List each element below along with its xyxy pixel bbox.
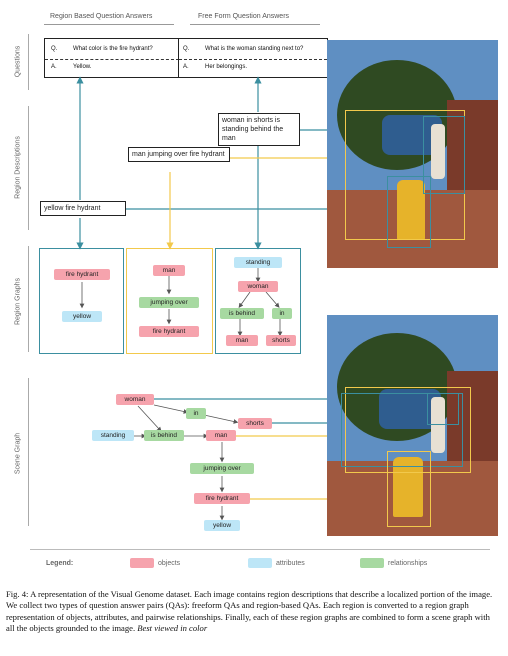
region-qa-box: Q. What color is the fire hydrant? A. Ye… [44, 38, 180, 78]
answer-marker: A. [183, 64, 189, 70]
legend-label-attributes: attributes [276, 560, 305, 567]
legend-rule [30, 549, 490, 550]
question-text: What is the woman standing next to? [205, 46, 304, 52]
region-box-hydrant [387, 451, 431, 527]
scene-node-man: man [206, 430, 236, 441]
photo-man [379, 389, 441, 429]
node-yellow: yellow [62, 311, 102, 322]
description-hydrant: yellow fire hydrant [40, 201, 126, 216]
photo-hydrant [393, 457, 423, 517]
scene-node-woman: woman [116, 394, 154, 405]
photo-hydrant [397, 180, 425, 240]
node-is-behind: is behind [220, 308, 264, 319]
legend-swatch-attributes [248, 558, 272, 568]
scene-node-shorts: shorts [238, 418, 272, 429]
node-fire-hydrant: fire hydrant [54, 269, 110, 280]
scene-node-is-behind: is behind [144, 430, 184, 441]
region-qa-header: Region Based Question Answers [50, 13, 153, 20]
region-box-woman [423, 116, 465, 194]
side-bracket [28, 106, 33, 230]
question-marker: Q. [51, 46, 58, 52]
legend-swatch-relationships [360, 558, 384, 568]
caption-note: Best viewed in color [137, 622, 208, 633]
answer-text: Yellow. [73, 64, 92, 70]
qa-divider [45, 59, 179, 60]
photo-woman [431, 124, 445, 179]
region-box-man [345, 387, 471, 473]
description-woman: woman in shorts is standing behind the m… [218, 113, 300, 146]
description-man: man jumping over fire hydrant [128, 147, 230, 162]
scene-node-in: in [186, 408, 206, 419]
legend-label-objects: objects [158, 560, 181, 567]
side-bracket [28, 34, 33, 90]
node-jumping-over: jumping over [139, 297, 199, 308]
question-text: What color is the fire hydrant? [73, 46, 153, 52]
legend-label-relationships: relationships [388, 560, 428, 567]
region-graph-panel-1: fire hydrant yellow [39, 248, 124, 354]
figure-caption: Fig. 4: A representation of the Visual G… [6, 589, 500, 634]
region-graph-panel-2: man jumping over fire hydrant [126, 248, 213, 354]
answer-text: Her belongings. [205, 64, 248, 70]
question-marker: Q. [183, 46, 190, 52]
scene-node-jumping-over: jumping over [190, 463, 254, 474]
freeform-qa-box: Q. What is the woman standing next to? A… [178, 38, 328, 78]
freeform-qa-header: Free Form Question Answers [198, 13, 290, 20]
qa-divider [179, 59, 327, 60]
header-rule [190, 24, 320, 25]
photo-region-descriptions [327, 40, 498, 268]
scene-node-yellow: yellow [204, 520, 240, 531]
region-box-woman [341, 393, 463, 467]
region-box-hydrant [387, 176, 431, 248]
node-in: in [272, 308, 292, 319]
caption-text: Fig. 4: A representation of the Visual G… [6, 589, 493, 633]
region-graph-panel-3: standing woman is behind in man shorts [215, 248, 301, 354]
scene-node-standing: standing [92, 430, 134, 441]
node-woman: woman [238, 281, 278, 292]
photo-woman [431, 397, 445, 453]
node-man: man [226, 335, 258, 346]
photo-scene-graph [327, 315, 498, 536]
side-bracket [28, 378, 33, 526]
side-bracket [28, 246, 33, 352]
legend-swatch-objects [130, 558, 154, 568]
node-shorts: shorts [266, 335, 296, 346]
legend-title: Legend: [46, 560, 74, 567]
answer-marker: A. [51, 64, 57, 70]
node-fire-hydrant: fire hydrant [139, 326, 199, 337]
header-rule [44, 24, 174, 25]
node-standing: standing [234, 257, 282, 268]
node-man: man [153, 265, 185, 276]
scene-node-fire-hydrant: fire hydrant [194, 493, 250, 504]
region-box-shorts [427, 393, 459, 425]
